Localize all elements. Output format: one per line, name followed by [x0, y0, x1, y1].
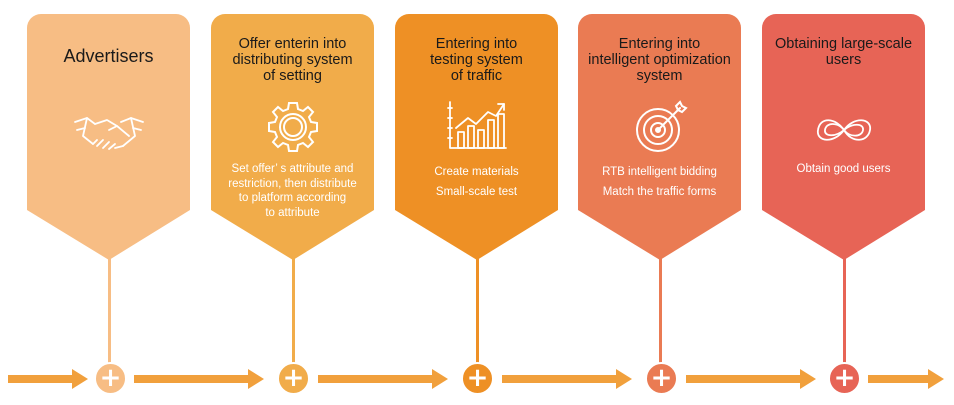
timeline-arrow [868, 369, 944, 389]
stage-title: Entering into intelligent optimization s… [588, 36, 731, 84]
timeline-stem [659, 246, 662, 368]
timeline-arrow [8, 369, 88, 389]
stage-description: Create materials Small-scale test [434, 166, 519, 198]
stage-title: Offer enterin into distributing system o… [232, 36, 353, 84]
timeline-stem [476, 246, 479, 368]
timeline-node-plus: + [277, 362, 310, 395]
stage-title: Obtaining large-scale users [774, 36, 913, 68]
timeline-stem [843, 246, 846, 368]
stage-description: Set offer’ s attribute and restriction, … [228, 163, 357, 219]
timeline-stem [108, 246, 111, 368]
card-shape [395, 14, 558, 260]
gear-icon [267, 102, 318, 152]
timeline-node-plus: + [461, 362, 494, 395]
stage-description: Obtain good users [796, 163, 891, 175]
infinity-icon [816, 119, 871, 141]
card-shape [762, 14, 925, 260]
stage-card-offer-distribution: Offer enterin into distributing system o… [211, 14, 374, 262]
timeline-arrow [318, 369, 448, 389]
stage-card-large-scale-users: Obtaining large-scale users Obtain good … [762, 14, 925, 262]
card-shape [27, 14, 190, 260]
timeline-arrow [134, 369, 264, 389]
timeline-arrow [686, 369, 816, 389]
growth-chart-icon [446, 101, 507, 149]
stage-card-intelligent-optimization: Entering into intelligent optimization s… [578, 14, 741, 262]
timeline-stem [292, 246, 295, 368]
target-icon [635, 100, 688, 152]
stage-title: Entering into testing system of traffic [430, 36, 523, 84]
stage-title: Advertisers [63, 46, 154, 66]
stage-card-advertisers: Advertisers [27, 14, 190, 262]
timeline-arrow [502, 369, 632, 389]
timeline-node-plus: + [94, 362, 127, 395]
timeline-node-plus: + [645, 362, 678, 395]
timeline-node-plus: + [828, 362, 861, 395]
stage-description: RTB intelligent bidding Match the traffi… [602, 166, 717, 198]
stage-card-traffic-testing: Entering into testing system of traffic … [395, 14, 558, 262]
handshake-icon [73, 117, 144, 150]
